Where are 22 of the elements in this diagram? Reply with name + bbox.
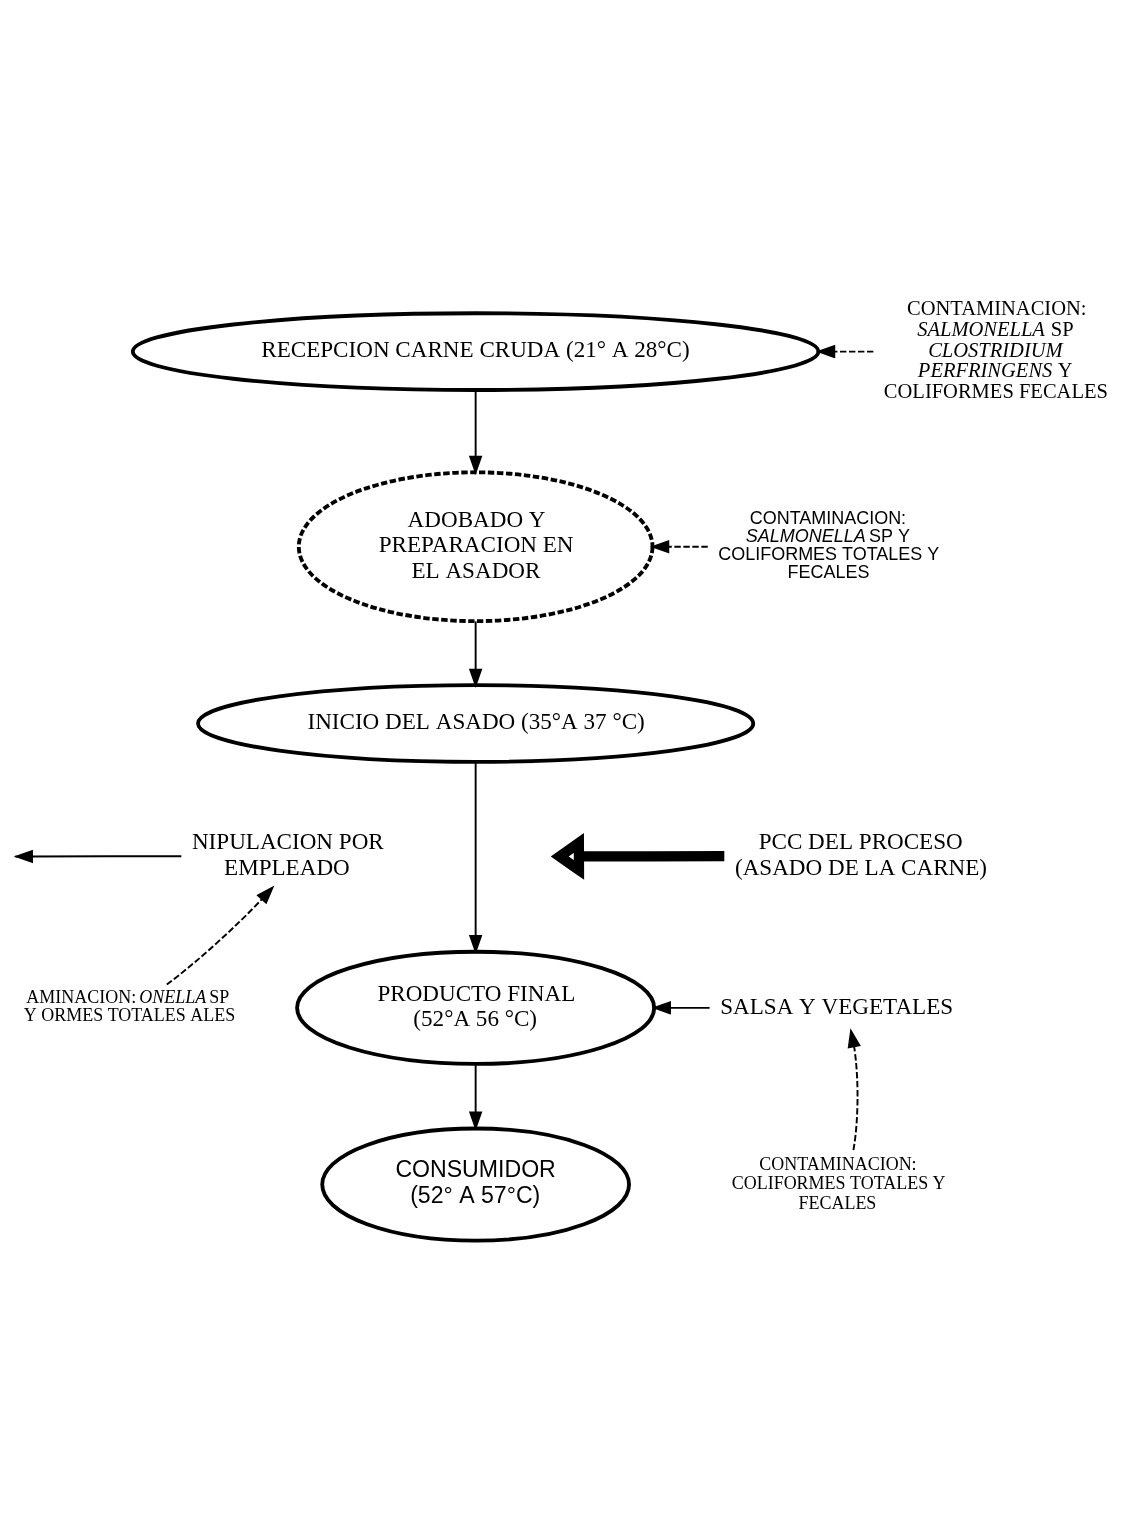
arrow bbox=[468, 389, 483, 476]
node-ellipse: PRODUCTO FINAL (52°A 56 °C) bbox=[295, 949, 657, 1066]
arrow bbox=[468, 620, 483, 688]
arrow bbox=[468, 760, 483, 955]
node-text: PCC DEL PROCESO (ASADO DE LA CARNE) bbox=[734, 828, 988, 881]
node-ellipse: RECEPCION CARNE CRUDA (21° A 28°C) bbox=[130, 311, 821, 392]
arrow bbox=[468, 1063, 483, 1131]
node-text: SALSA Y VEGETALES bbox=[720, 992, 954, 1019]
node-ellipse: ADOBADO Y PREPARACION EN EL ASADOR bbox=[296, 470, 655, 624]
node-text: CONTAMINACION: COLIFORMES TOTALES Y FECALES bbox=[731, 1154, 946, 1213]
node-text: AMINACION: ONELLA SP Y ORMES TOTALES ALES bbox=[23, 986, 236, 1025]
arrow bbox=[165, 885, 275, 986]
node-ellipse: CONSUMIDOR (52° A 57°C) bbox=[320, 1126, 631, 1243]
arrow bbox=[815, 344, 875, 359]
node-text: NIPULACION POR EMPLEADO bbox=[191, 828, 384, 881]
arrow bbox=[649, 539, 709, 554]
arrow bbox=[550, 833, 725, 880]
arrow bbox=[847, 1028, 861, 1152]
node-text: CONTAMINACION: SALMONELLA SP Y COLIFORMES TOTALES Y FECALES bbox=[718, 507, 940, 582]
node-ellipse: INICIO DEL ASADO (35°A 37 °C) bbox=[196, 683, 756, 764]
node-text: CONTAMINACION: SALMONELLA SP CLOSTRIDIUM PERFRINGENS Y COLIFORMES FECALES bbox=[883, 297, 1108, 402]
arrow bbox=[651, 1001, 711, 1015]
